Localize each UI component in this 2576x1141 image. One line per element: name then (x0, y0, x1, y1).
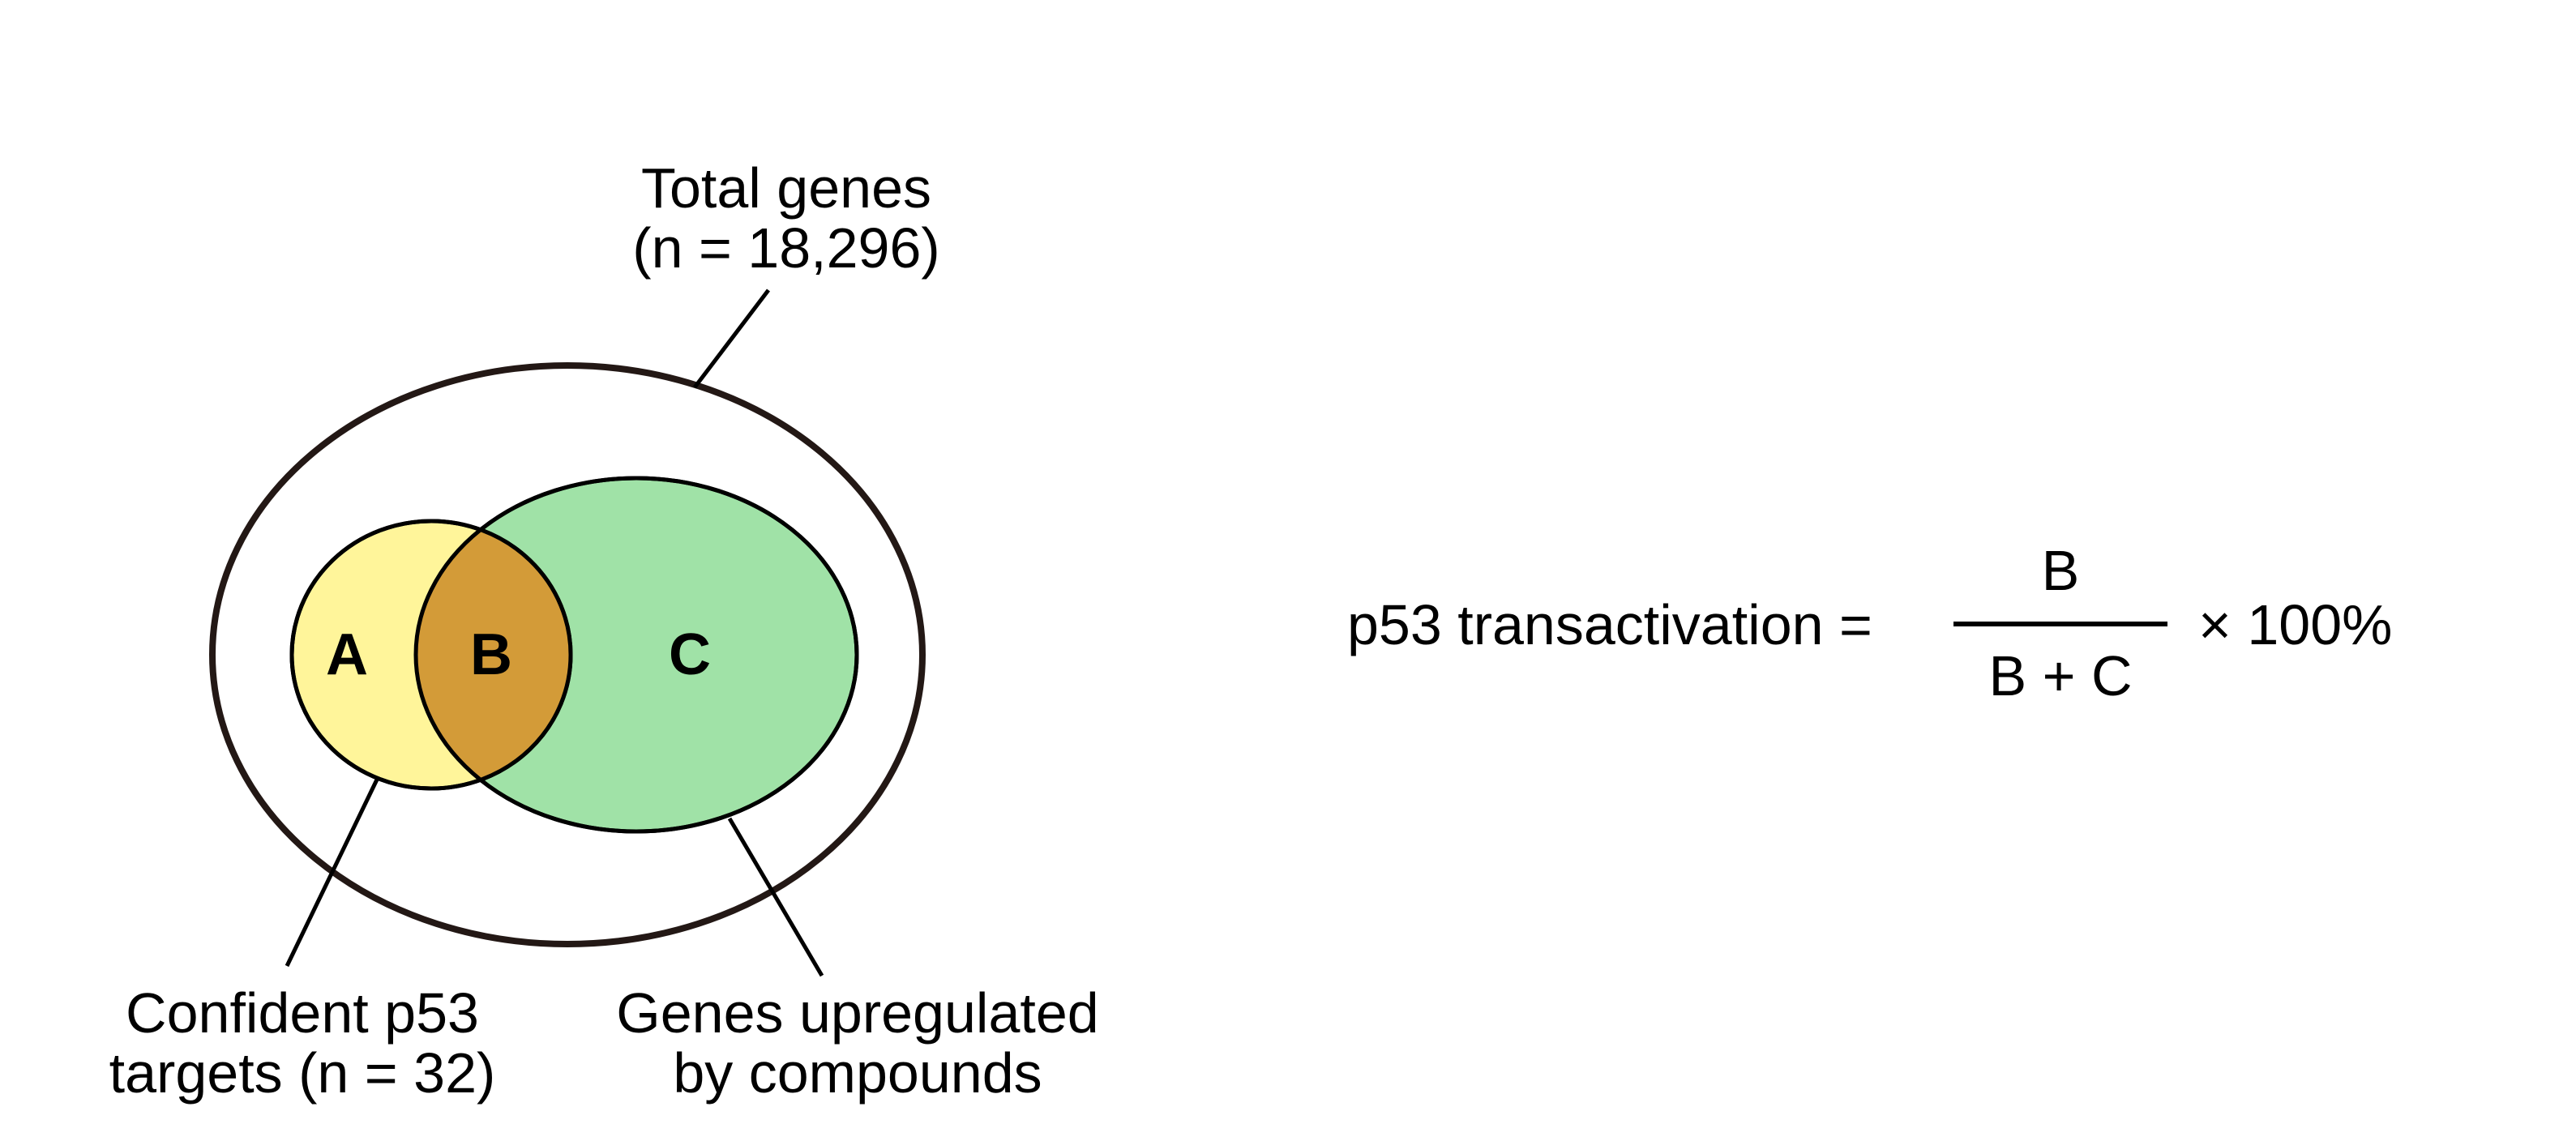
region-label-b: B (470, 622, 512, 687)
overlap-region-b (416, 521, 571, 788)
upregulated-genes-outline (413, 476, 859, 834)
upregulated-label-line2: by compounds (673, 1041, 1042, 1105)
formula-denominator: B + C (1988, 644, 2132, 707)
total-genes-leader-line (693, 288, 770, 389)
upregulated-leader-line (727, 817, 824, 977)
p53-targets-count: targets (n = 32) (109, 1041, 496, 1105)
p53-targets-leader-line (285, 778, 379, 968)
p53-targets-label: Confident p53 (126, 981, 479, 1045)
total-genes-count: (n = 18,296) (632, 216, 939, 280)
upregulated-label-line1: Genes upregulated (616, 981, 1098, 1045)
region-label-a: A (326, 622, 368, 687)
p53-targets-outline (289, 519, 573, 791)
formula-multiplier: × 100% (2198, 593, 2392, 656)
region-label-c: C (669, 622, 711, 687)
formula-numerator: B (2042, 539, 2080, 602)
total-genes-label: Total genes (641, 156, 931, 220)
formula-lhs: p53 transactivation = (1347, 593, 1872, 656)
